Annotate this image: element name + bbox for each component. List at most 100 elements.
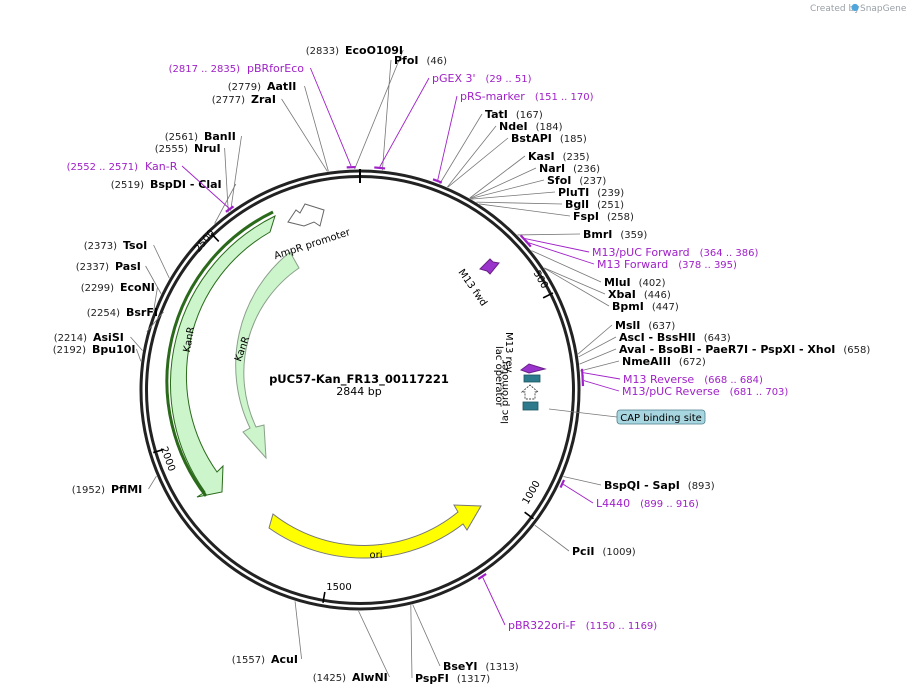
enzyme-site[interactable]: (2779)AatII bbox=[228, 80, 329, 172]
enzyme-site[interactable]: BseYI(1313) bbox=[412, 604, 519, 673]
ori-arrow[interactable] bbox=[268, 504, 482, 559]
primer-binding-mark bbox=[559, 479, 566, 489]
enzyme-position: (46) bbox=[427, 56, 448, 67]
primer-leader bbox=[562, 483, 594, 504]
enzyme-site[interactable]: XbaI(446) bbox=[544, 267, 671, 301]
enzyme-name: BmrI bbox=[583, 228, 612, 241]
enzyme-leader bbox=[531, 250, 602, 283]
enzyme-leader bbox=[410, 605, 413, 679]
enzyme-site[interactable]: (2373)TsoI bbox=[84, 239, 170, 279]
enzyme-site[interactable]: BpmI(447) bbox=[544, 267, 679, 313]
features: KanR KanR AmpR promoter ori M13 fwd M13 … bbox=[165, 203, 706, 561]
enzyme-site[interactable]: PluTI(239) bbox=[471, 186, 624, 200]
enzyme-site[interactable]: (2214)AsiSI bbox=[54, 331, 143, 351]
primer-site[interactable]: pBR322ori-F(1150 .. 1169) bbox=[477, 573, 658, 632]
enzyme-site[interactable]: KasI(235) bbox=[469, 150, 590, 199]
tick-mark-1000 bbox=[524, 511, 534, 520]
enzyme-leader bbox=[230, 135, 242, 211]
enzyme-site[interactable]: (2519)BspDI - ClaI bbox=[111, 178, 237, 224]
primer-site[interactable]: M13 Forward(378 .. 395) bbox=[524, 239, 737, 271]
enzyme-name: BstAPI bbox=[511, 132, 552, 145]
enzyme-name: AlwNI bbox=[352, 671, 388, 684]
enzyme-leader bbox=[136, 348, 142, 362]
ampr-promoter-arrow[interactable] bbox=[287, 203, 325, 227]
enzyme-site[interactable]: BstAPI(185) bbox=[447, 132, 587, 188]
enzyme-name: PflMI bbox=[111, 483, 142, 496]
kanr-outer-arrow[interactable] bbox=[170, 215, 276, 498]
enzyme-site[interactable]: MluI(402) bbox=[531, 250, 666, 289]
primer-site[interactable]: M13 Reverse(668 .. 684) bbox=[580, 368, 763, 386]
primer-leader bbox=[482, 577, 506, 626]
cap-binding-badge[interactable] bbox=[616, 409, 706, 425]
enzyme-site[interactable]: (1952) PflMI bbox=[72, 475, 157, 496]
enzyme-site[interactable]: (2833)EcoO109I bbox=[306, 44, 404, 170]
primer-site[interactable]: (2817 .. 2835)pBRforEco bbox=[169, 62, 356, 169]
primer-site[interactable]: M13/pUC Reverse(681 .. 703) bbox=[581, 375, 789, 398]
enzyme-position: (1952) bbox=[72, 485, 105, 496]
primer-range: (1150 .. 1169) bbox=[586, 621, 658, 632]
plasmid-name: pUC57-Kan_FR13_00117221 bbox=[269, 372, 449, 387]
m13-rev-arrow[interactable] bbox=[519, 363, 547, 374]
enzyme-site[interactable]: (1425)AlwNI bbox=[313, 610, 390, 684]
primer-site[interactable]: (2552 .. 2571)Kan-R bbox=[67, 160, 235, 213]
enzyme-position: (239) bbox=[597, 188, 624, 199]
enzyme-name: PfoI bbox=[394, 54, 419, 67]
primer-range: (378 .. 395) bbox=[678, 260, 737, 271]
m13-fwd-arrow[interactable] bbox=[479, 258, 500, 275]
primer-name: M13/pUC Reverse bbox=[622, 385, 720, 398]
enzyme-name: BseYI bbox=[443, 660, 477, 673]
enzyme-site[interactable]: AvaI - BsoBI - PaeR7I - PspXI - XhoI(658… bbox=[579, 343, 870, 365]
enzyme-leader bbox=[382, 59, 392, 171]
lac-promoter-arrow[interactable] bbox=[520, 384, 540, 400]
enzyme-site[interactable]: FspI(258) bbox=[479, 203, 634, 223]
enzyme-site[interactable]: (1557)AcuI bbox=[232, 601, 302, 666]
primer-site[interactable]: pGEX 3'(29 .. 51) bbox=[374, 72, 532, 170]
lac-operator-block bbox=[523, 374, 541, 383]
enzyme-leader bbox=[578, 336, 617, 358]
enzyme-site[interactable]: AscI - BssHII(643) bbox=[578, 331, 731, 358]
primer-name: pGEX 3' bbox=[432, 72, 476, 85]
enzyme-position: (359) bbox=[620, 230, 647, 241]
kanr-inner-arrow[interactable] bbox=[235, 251, 300, 460]
enzyme-site[interactable]: (2299)EcoNI bbox=[81, 281, 158, 311]
enzyme-site[interactable]: PspFI(1317) bbox=[410, 605, 490, 685]
enzyme-site[interactable]: NmeAIII(672) bbox=[580, 355, 706, 372]
enzyme-site[interactable]: NarI(236) bbox=[469, 162, 600, 199]
enzyme-site[interactable]: PciI(1009) bbox=[534, 524, 636, 558]
enzyme-site[interactable]: BmrI (359) bbox=[517, 228, 647, 241]
enzyme-site[interactable]: SfoI(237) bbox=[470, 174, 607, 199]
enzyme-site[interactable]: PfoI (46) bbox=[382, 54, 448, 171]
enzyme-position: (402) bbox=[639, 278, 666, 289]
enzyme-site[interactable]: (2777)ZraI bbox=[212, 93, 328, 172]
enzyme-site[interactable]: (2254)BsrFI bbox=[87, 306, 164, 332]
enzyme-site[interactable]: NdeI(184) bbox=[447, 120, 563, 188]
enzyme-site[interactable]: (2337)PasI bbox=[76, 260, 162, 294]
primer-site[interactable]: L4440(899 .. 916) bbox=[559, 479, 699, 510]
enzyme-site[interactable]: (2192)Bpu10I bbox=[53, 343, 142, 362]
ampr-promoter-label: AmpR promoter bbox=[273, 227, 353, 262]
enzyme-position: (643) bbox=[704, 333, 731, 344]
enzyme-leader bbox=[469, 155, 526, 199]
primer-site[interactable]: pRS-marker(151 .. 170) bbox=[432, 90, 594, 184]
enzyme-site[interactable]: TatI(167) bbox=[439, 108, 543, 185]
enzyme-site[interactable]: (2555)NruI bbox=[155, 142, 229, 213]
enzyme-site[interactable]: BspQI - SapI(893) bbox=[563, 476, 715, 492]
enzyme-leader bbox=[471, 191, 556, 200]
enzyme-site[interactable]: MslI(637) bbox=[577, 319, 675, 355]
kanr-outer-bar bbox=[165, 210, 274, 497]
tick-mark-2000 bbox=[153, 448, 165, 454]
credit-brand: SnapGene bbox=[860, 4, 907, 14]
enzyme-position: (446) bbox=[644, 290, 671, 301]
enzyme-position: (2373) bbox=[84, 241, 117, 252]
enzyme-leader bbox=[579, 348, 617, 365]
primer-site[interactable]: M13/pUC Forward(364 .. 386) bbox=[519, 234, 759, 259]
enzyme-name: BspQI - SapI bbox=[604, 479, 680, 492]
snapgene-credit: Created by SnapGene bbox=[810, 3, 907, 14]
enzyme-site[interactable]: BglI(251) bbox=[476, 198, 624, 211]
enzyme-name: NruI bbox=[194, 142, 221, 155]
cap-binding-label: CAP binding site bbox=[620, 413, 702, 424]
enzyme-name: AvaI - BsoBI - PaeR7I - PspXI - XhoI bbox=[619, 343, 835, 356]
tick-mark-1500 bbox=[322, 591, 326, 603]
enzyme-site[interactable]: (2561)BanII bbox=[165, 130, 242, 211]
enzyme-position: (2299) bbox=[81, 283, 114, 294]
